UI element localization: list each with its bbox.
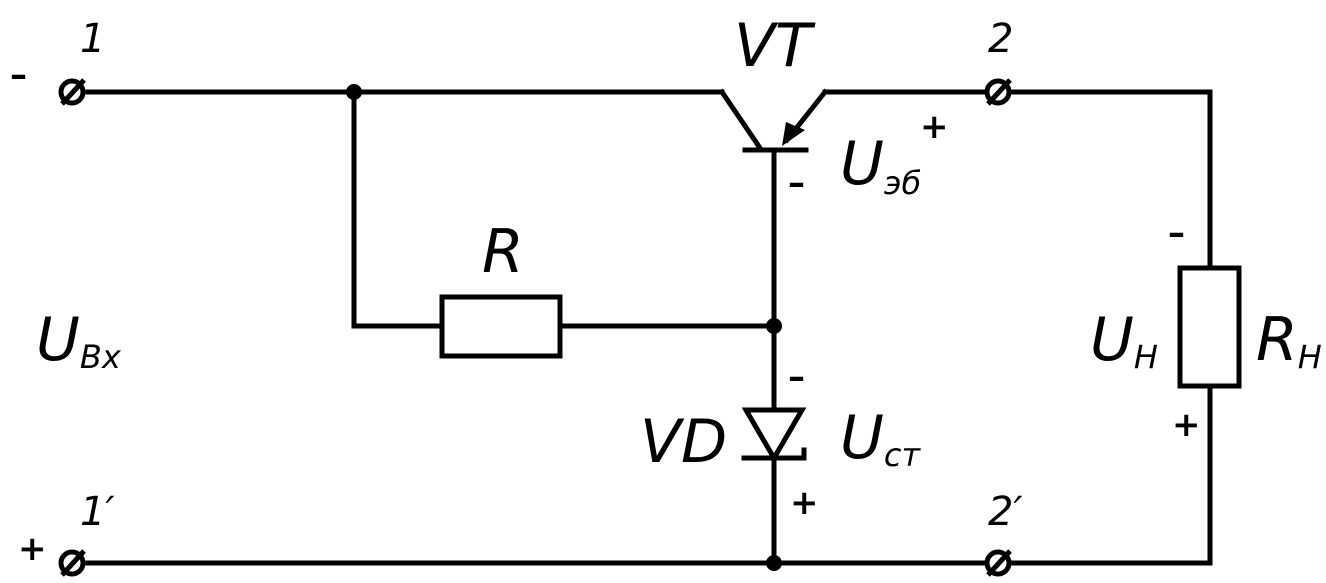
zener-diode-symbol [741, 407, 807, 463]
terminal-1-prime-icon [58, 549, 86, 577]
junction-dot-bottom [766, 555, 782, 571]
input-plus-sign: + [18, 529, 47, 569]
terminal-1-prime-label: 1′ [80, 489, 115, 535]
load-resistor-symbol [1177, 265, 1242, 389]
load-minus-sign: – [1168, 213, 1185, 253]
terminal-2-prime-icon [984, 549, 1012, 577]
load-plus-sign: + [1172, 405, 1201, 445]
emitter-arrow-icon [782, 122, 805, 146]
terminal-2-prime-label: 2′ [988, 489, 1023, 535]
wires [85, 88, 1213, 566]
diode-label: VD [640, 407, 727, 477]
terminal-1-label: 1 [80, 16, 105, 62]
transistor-label: VT [734, 11, 816, 81]
junction-dot-top [346, 84, 362, 100]
load-voltage-label: UН [1090, 305, 1158, 376]
load-resistor-label: RН [1256, 305, 1322, 376]
resistor-label: R [482, 217, 524, 287]
input-voltage-label: UВх [36, 305, 122, 376]
diode-triangle [741, 407, 807, 463]
terminal-2-label: 2 [988, 16, 1013, 62]
input-minus-sign: – [10, 55, 27, 95]
stabilization-voltage-label: Uст [840, 403, 922, 474]
emitter-base-plus-sign: + [920, 107, 949, 147]
wire-collector [718, 88, 764, 152]
resistor-symbol [439, 294, 563, 359]
terminal-2-icon [984, 78, 1012, 106]
junction-dot-middle [766, 318, 782, 334]
emitter-base-voltage-label: Uэб [840, 129, 921, 202]
terminal-1-icon [58, 78, 86, 106]
diode-minus-sign: – [788, 357, 805, 397]
emitter-base-minus-sign: – [788, 163, 805, 203]
diode-plus-sign: + [790, 483, 819, 523]
transistor-symbol [742, 122, 809, 153]
